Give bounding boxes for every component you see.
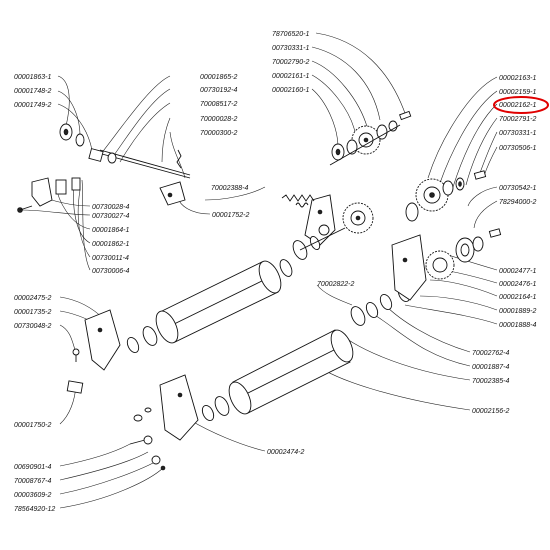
- part-label-70002762-4: 70002762-4: [472, 350, 509, 357]
- part-label-00002475-2: 00002475-2: [14, 295, 51, 302]
- part-label-00730027-4: 00730027-4: [92, 213, 129, 220]
- part-label-70008517-2: 70008517-2: [200, 101, 237, 108]
- part-label-00001865-2: 00001865-2: [200, 74, 237, 81]
- part-label-00002164-1: 00002164-1: [499, 294, 536, 301]
- part-label-00001748-2: 00001748-2: [14, 88, 51, 95]
- part-label-00001863-1: 00001863-1: [14, 74, 51, 81]
- part-label-00730542-1: 00730542-1: [499, 185, 536, 192]
- part-label-00002476-1: 00002476-1: [499, 281, 536, 288]
- part-label-00002474-2: 00002474-2: [267, 449, 304, 456]
- part-label-00002160-1: 00002160-1: [272, 87, 309, 94]
- part-label-00001862-1: 00001862-1: [92, 241, 129, 248]
- part-label-00001889-2: 00001889-2: [499, 308, 536, 315]
- part-label-70008767-4: 70008767-4: [14, 478, 51, 485]
- part-label-00002161-1: 00002161-1: [272, 73, 309, 80]
- upper-roller: [126, 227, 346, 354]
- part-label-00002477-1: 00002477-1: [499, 268, 536, 275]
- part-label-00730331-1b: 00730331-1: [499, 130, 536, 137]
- center-gear: [304, 194, 374, 246]
- part-label-00001749-2: 00001749-2: [14, 102, 51, 109]
- part-label-00002159-1: 00002159-1: [499, 89, 536, 96]
- side-plates: [66, 234, 427, 441]
- part-number-labels: 78706520-1 00730331-1 70002790-2 0000216…: [14, 31, 536, 513]
- part-label-70002385-4: 70002385-4: [472, 378, 509, 385]
- upper-left-lever: [59, 123, 191, 206]
- part-label-00001752-2: 00001752-2: [212, 212, 249, 219]
- part-label-00002162-1: 00002162-1: [499, 102, 536, 109]
- part-label-00001750-2: 00001750-2: [14, 422, 51, 429]
- part-label-70002388-4: 70002388-4: [211, 185, 248, 192]
- part-label-00001887-4: 00001887-4: [472, 364, 509, 371]
- part-label-00730192-4: 00730192-4: [200, 87, 237, 94]
- upper-gear-assembly: [329, 110, 412, 166]
- part-label-00730006-4: 00730006-4: [92, 268, 129, 275]
- part-label-78706520-1: 78706520-1: [272, 31, 309, 38]
- part-label-70002790-2: 70002790-2: [272, 59, 309, 66]
- part-label-78294000-2: 78294000-2: [499, 199, 536, 206]
- part-label-00730506-1: 00730506-1: [499, 145, 536, 152]
- part-label-70000300-2: 70000300-2: [200, 130, 237, 137]
- part-label-00730011-4: 00730011-4: [92, 255, 129, 262]
- bottom-fasteners: [129, 407, 166, 471]
- part-label-00730048-2: 00730048-2: [14, 323, 51, 330]
- part-label-70002791-2: 70002791-2: [499, 116, 536, 123]
- part-label-00001864-1: 00001864-1: [92, 227, 129, 234]
- part-label-00001888-4: 00001888-4: [499, 322, 536, 329]
- part-label-78564920-12: 78564920-12: [14, 506, 55, 513]
- highlight-ellipse: [493, 96, 549, 114]
- parts-drawing: [17, 110, 502, 471]
- part-label-00002156-2: 00002156-2: [472, 408, 509, 415]
- spring: [281, 194, 315, 208]
- part-label-00002163-1: 00002163-1: [499, 75, 536, 82]
- right-gear-assembly: [405, 170, 502, 280]
- lower-roller: [201, 285, 411, 422]
- part-label-70002822-2: 70002822-2: [317, 281, 354, 288]
- part-label-00730028-4: 00730028-4: [92, 204, 129, 211]
- part-label-00003609-2: 00003609-2: [14, 492, 51, 499]
- part-label-00690901-4: 00690901-4: [14, 464, 51, 471]
- part-label-70000028-2: 70000028-2: [200, 116, 237, 123]
- part-label-00001735-2: 00001735-2: [14, 309, 51, 316]
- part-label-00730331-1: 00730331-1: [272, 45, 309, 52]
- left-bracket: [17, 177, 81, 213]
